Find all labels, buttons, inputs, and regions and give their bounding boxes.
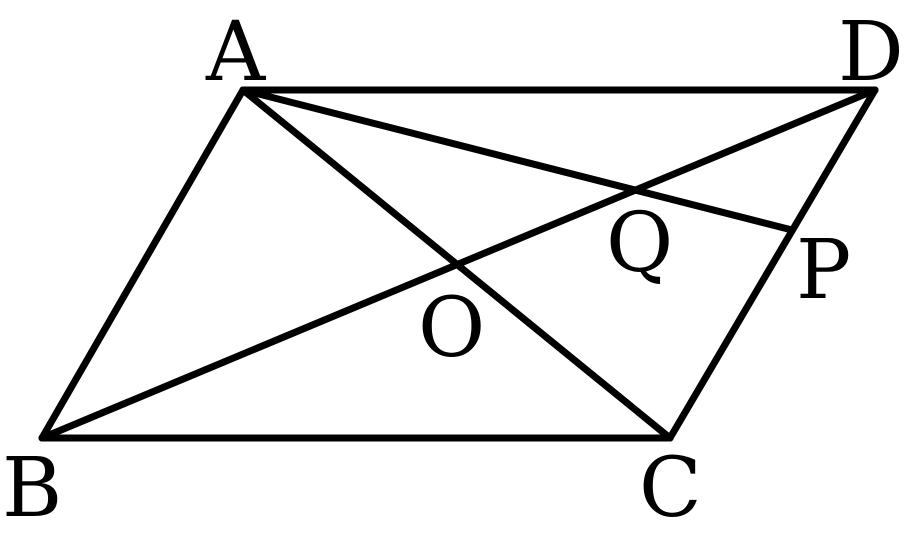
- label-point-q: Q: [606, 196, 673, 291]
- label-point-o: O: [418, 281, 485, 376]
- diagonal-bd: [38, 86, 879, 442]
- label-point-d: D: [838, 5, 904, 100]
- label-point-a: A: [205, 5, 267, 100]
- label-point-b: B: [2, 441, 62, 536]
- side-ab: [38, 86, 247, 442]
- label-point-c: C: [639, 441, 702, 536]
- side-cd: [666, 86, 879, 442]
- segment-ap: [239, 86, 796, 234]
- label-point-p: P: [796, 223, 851, 318]
